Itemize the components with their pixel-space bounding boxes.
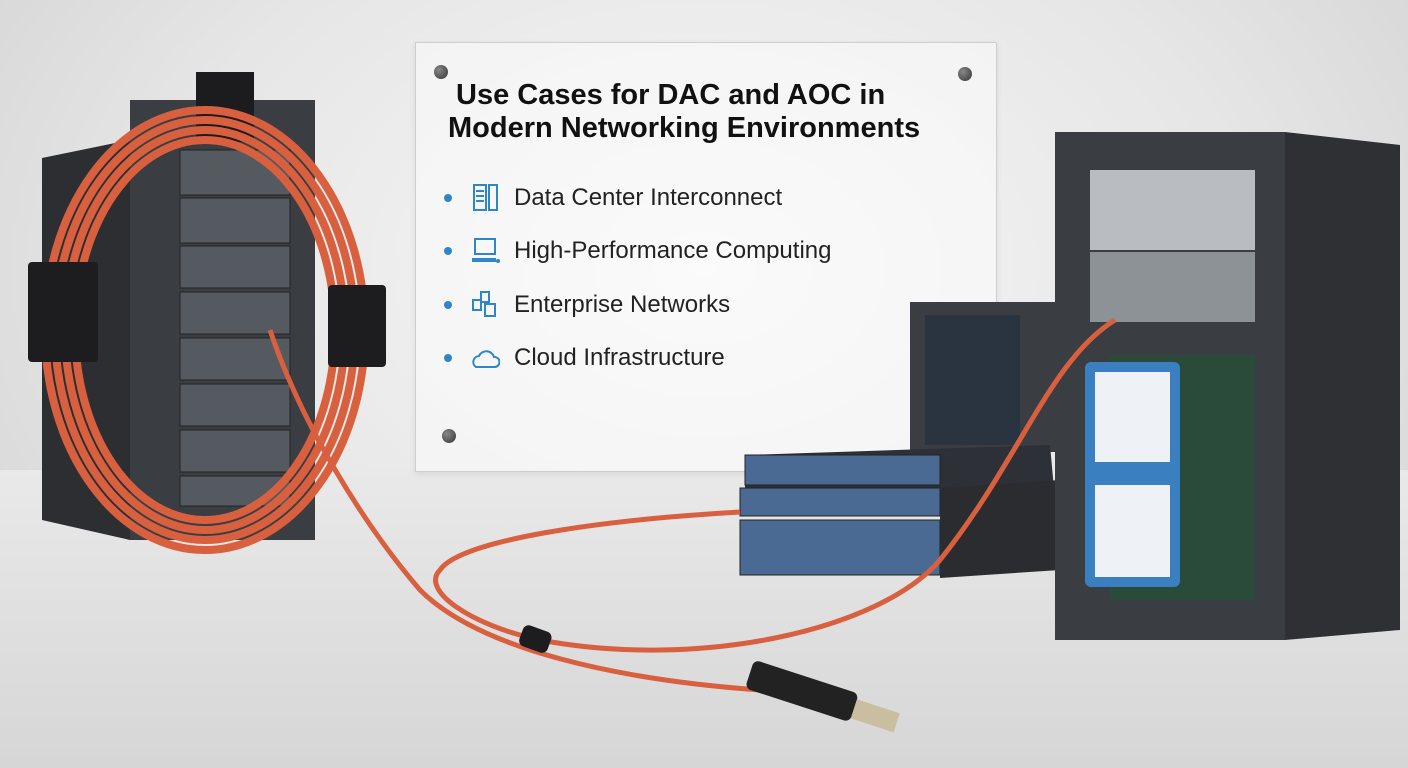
cable-clip [328, 285, 386, 367]
bullet [444, 301, 452, 309]
bullet [444, 247, 452, 255]
sign-title: Use Cases for DAC and AOC in Modern Netw… [448, 79, 976, 145]
computer-icon [472, 238, 500, 263]
fiber-cable [267, 317, 1117, 693]
list-item: Enterprise Networks [444, 290, 730, 320]
title-line-2: Modern Networking Environments [448, 112, 921, 144]
cable-connector [746, 661, 900, 733]
acrylic-sign-panel: Use Cases for DAC and AOC in Modern Netw… [415, 42, 997, 472]
network-stack-icon [472, 291, 496, 317]
item-label: Data Center Interconnect [514, 184, 783, 211]
bolt-icon [434, 65, 448, 79]
bolt-icon [958, 67, 972, 81]
cable-clip [28, 262, 98, 362]
bullet [444, 194, 452, 202]
server-icon [473, 184, 498, 211]
list-item: Cloud Infrastructure [444, 343, 725, 373]
item-label: Enterprise Networks [514, 291, 731, 318]
right-server-rack [1055, 132, 1400, 640]
bolt-icon [442, 429, 456, 443]
cable-tie [519, 625, 552, 653]
list-item: Data Center Interconnect [444, 183, 782, 213]
title-line-1: Use Cases for DAC and AOC in [456, 79, 886, 111]
cloud-icon [472, 350, 500, 368]
middle-server-rack [910, 302, 1055, 452]
item-label: Cloud Infrastructure [514, 344, 725, 371]
bullet [444, 354, 452, 362]
network-switches [739, 445, 1060, 578]
item-label: High-Performance Computing [514, 237, 832, 264]
list-item: High-Performance Computing [444, 236, 831, 266]
